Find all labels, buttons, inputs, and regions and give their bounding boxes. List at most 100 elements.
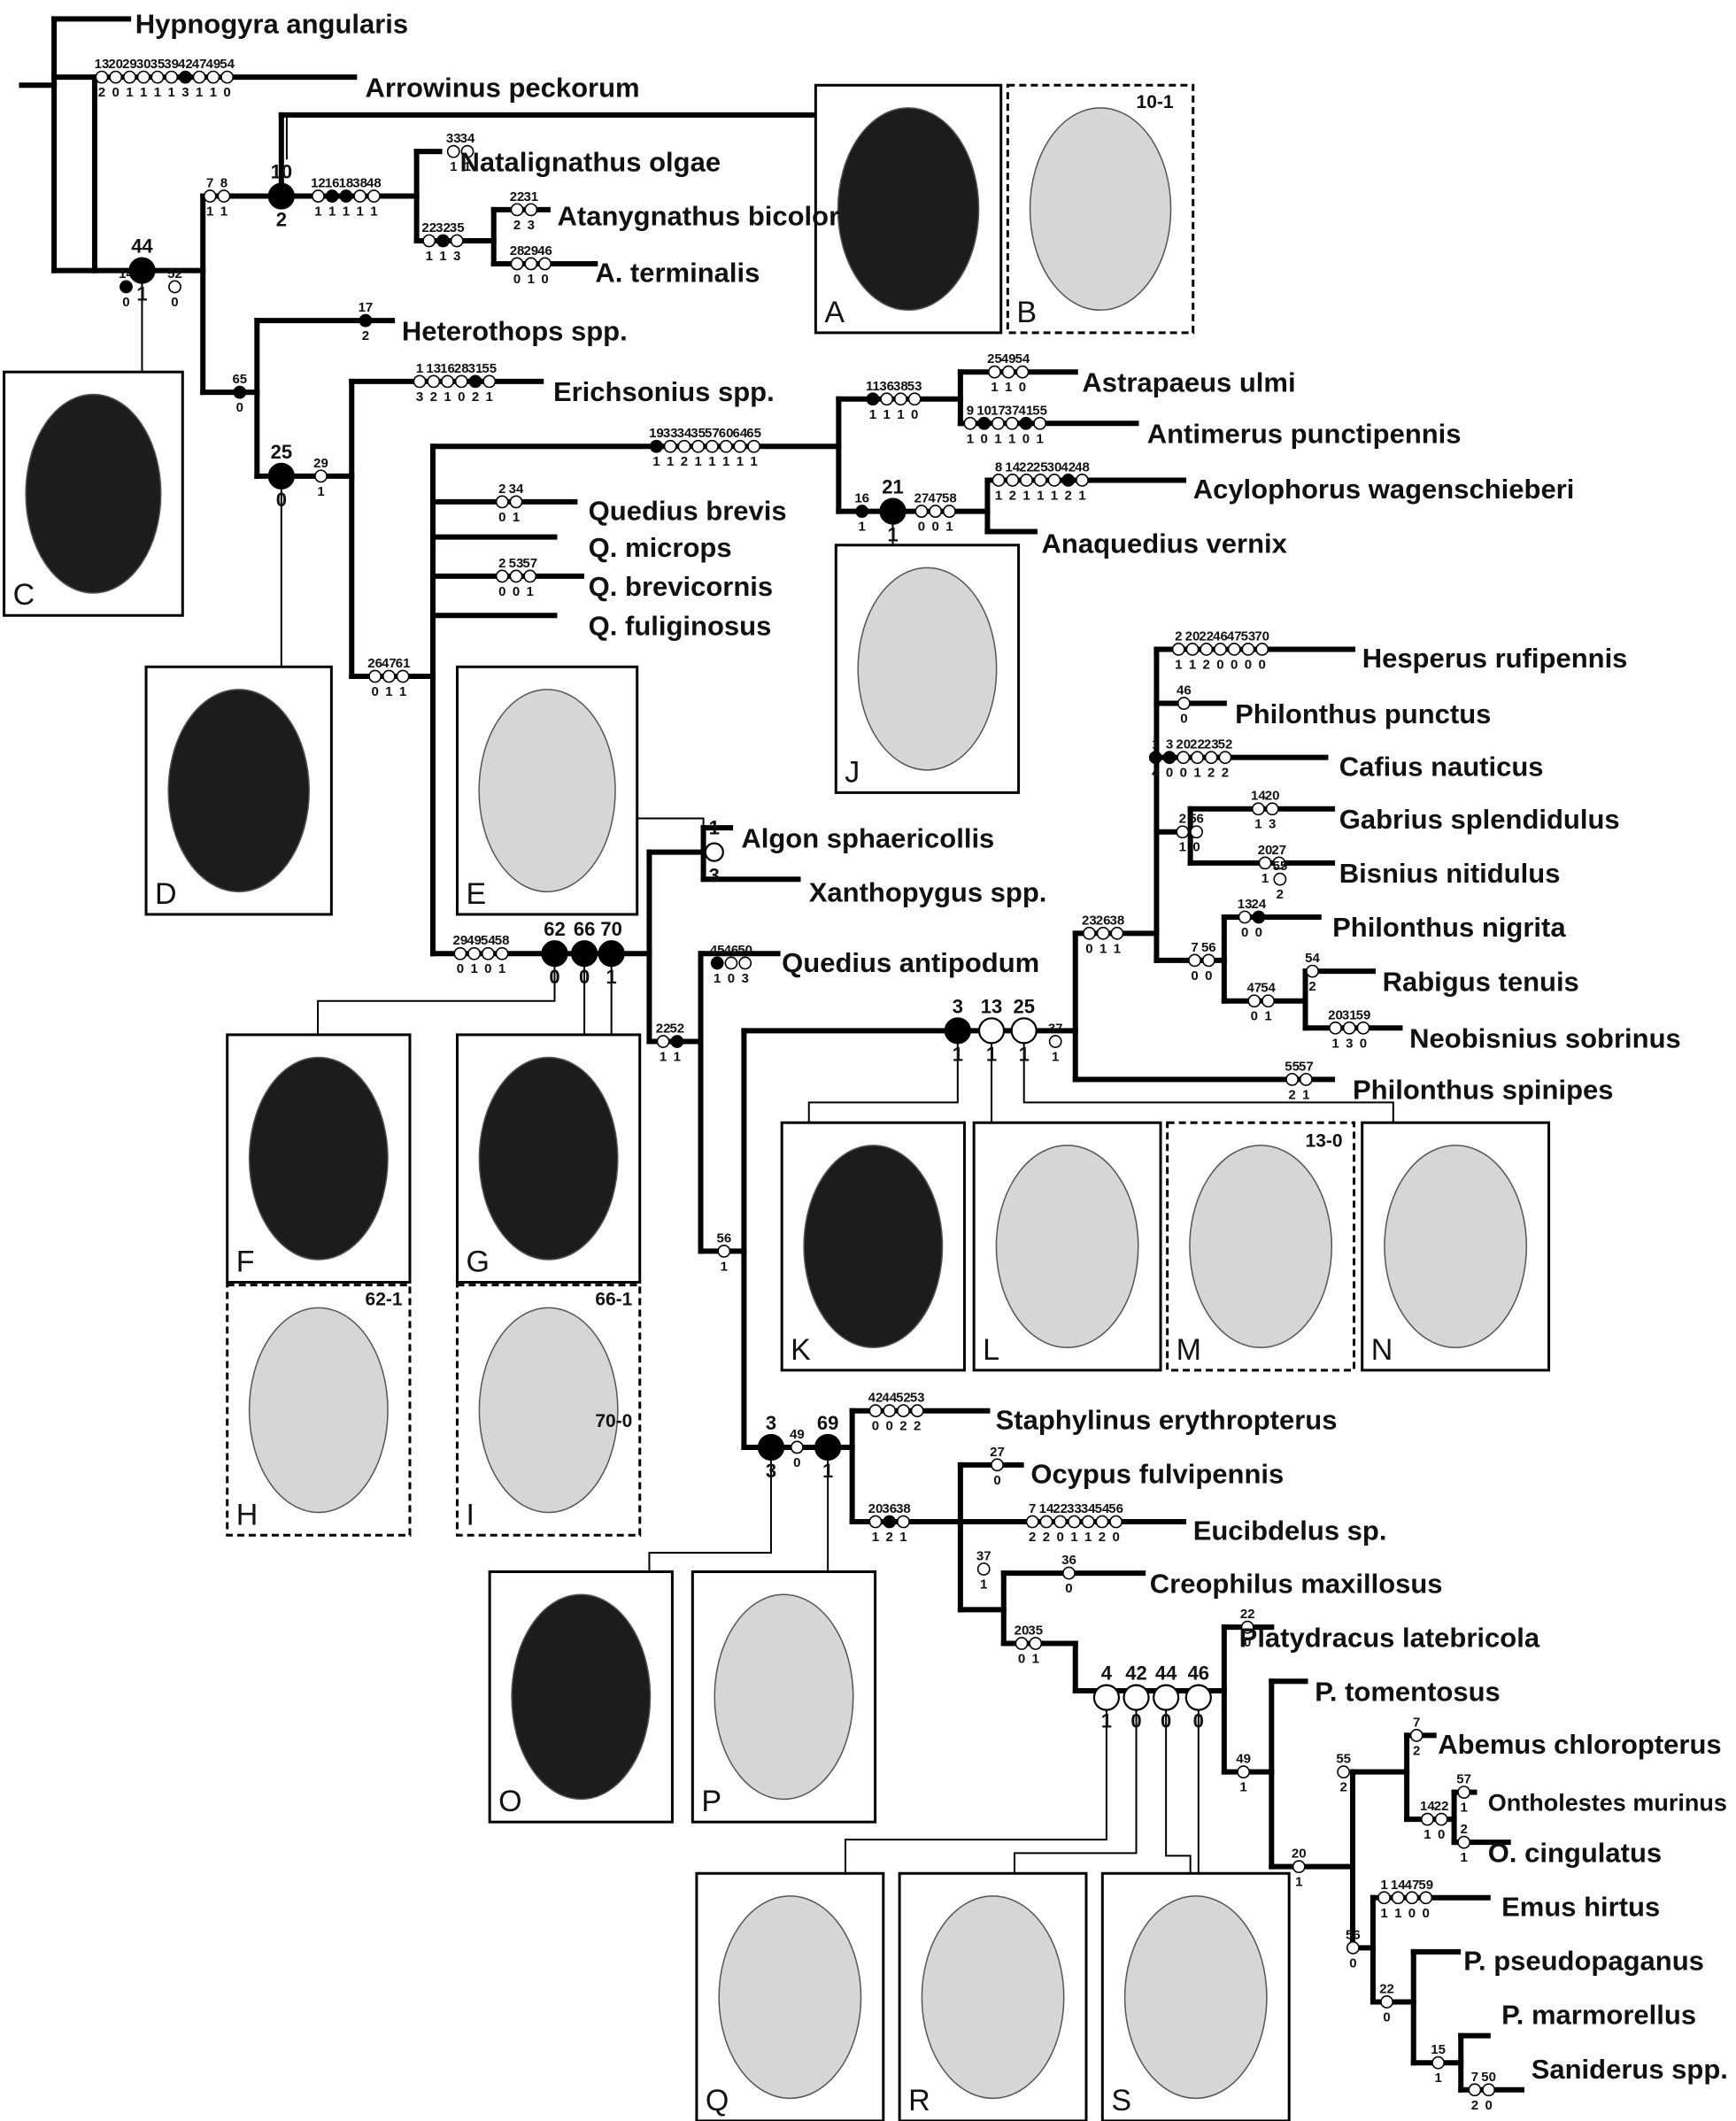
character-number: 26 xyxy=(1096,913,1111,928)
character-state: 1 xyxy=(1052,1050,1059,1065)
major-character-number: 44 xyxy=(131,235,153,258)
character-state: 1 xyxy=(1084,1530,1092,1545)
major-character-number: 4 xyxy=(1101,1662,1113,1685)
taxon-label: P. tomentosus xyxy=(1315,1677,1501,1708)
taxon-label: Xanthopygus spp. xyxy=(809,876,1047,907)
character-mark xyxy=(510,257,524,271)
character-number: 29 xyxy=(453,933,468,948)
character-number: 54 xyxy=(1015,351,1030,366)
character-state: 1 xyxy=(1193,766,1200,781)
major-character-state: 0 xyxy=(579,966,590,988)
major-character-number: 3 xyxy=(766,1412,776,1434)
panel-label: K xyxy=(791,1333,811,1367)
character-mark xyxy=(1019,416,1033,430)
character-state: 1 xyxy=(399,684,406,699)
character-mark xyxy=(382,669,396,683)
character-number: 26 xyxy=(367,656,382,671)
major-character-number: 44 xyxy=(1155,1662,1177,1685)
character-state: 1 xyxy=(1302,1087,1309,1102)
character-number: 27 xyxy=(1271,843,1286,858)
character-number: 20 xyxy=(1265,789,1280,804)
taxon-label: Hesperus rufipennis xyxy=(1362,643,1628,674)
character-state: 1 xyxy=(528,272,535,287)
character-state: 0 xyxy=(1251,1009,1258,1024)
character-mark xyxy=(325,189,339,203)
illustration-shape xyxy=(1384,1145,1528,1349)
character-number: 61 xyxy=(396,656,411,671)
major-character-mark xyxy=(1092,1684,1121,1711)
character-state: 0 xyxy=(223,85,230,100)
character-state: 2 xyxy=(472,389,479,405)
major-character-mark xyxy=(879,497,907,525)
major-character-mark xyxy=(1184,1684,1212,1711)
character-state: 1 xyxy=(140,85,147,100)
character-mark xyxy=(136,70,150,84)
taxon-label: Heterothops spp. xyxy=(402,315,628,346)
panel-connector xyxy=(807,1030,959,1123)
character-mark xyxy=(446,144,460,158)
panel-label: Q xyxy=(706,2084,729,2117)
character-number: 22 xyxy=(1053,1501,1068,1516)
panel-label: D xyxy=(155,877,177,911)
state-code: 10-1 xyxy=(1137,92,1174,112)
character-number: 22 xyxy=(1434,1799,1449,1814)
character-mark xyxy=(1380,1995,1393,2009)
character-mark xyxy=(1227,643,1241,656)
major-character-mark xyxy=(704,842,724,862)
character-mark xyxy=(1076,474,1089,487)
character-mark xyxy=(1419,1891,1433,1905)
character-mark xyxy=(1015,365,1030,379)
character-state: 1 xyxy=(1331,1036,1339,1051)
character-state: 1 xyxy=(1394,1906,1401,1921)
character-mark xyxy=(1482,2083,1496,2097)
character-mark xyxy=(120,280,133,294)
character-state: 1 xyxy=(356,204,363,220)
character-number: 53 xyxy=(1241,629,1256,644)
character-state: 1 xyxy=(722,454,729,469)
character-number: 57 xyxy=(1456,1772,1471,1787)
character-mark xyxy=(988,365,1001,379)
character-mark xyxy=(977,416,991,430)
character-number: 7 xyxy=(1471,2070,1478,2085)
major-character-state: 3 xyxy=(766,1460,776,1482)
character-state: 1 xyxy=(995,488,1002,503)
panel-label: H xyxy=(236,1498,258,1531)
character-group: 650 xyxy=(232,372,247,415)
character-mark xyxy=(1457,1835,1471,1849)
character-number: 54 xyxy=(1261,981,1276,996)
character-number: 56 xyxy=(1108,1501,1123,1516)
taxon-label: Q. brevicornis xyxy=(589,571,773,602)
character-state: 1 xyxy=(667,454,674,469)
character-mark xyxy=(1200,643,1214,656)
character-mark xyxy=(738,956,752,970)
character-number: 47 xyxy=(1405,1878,1420,1893)
character-number: 17 xyxy=(991,403,1006,418)
character-number: 14 xyxy=(1005,459,1020,474)
panel-connector xyxy=(648,1446,772,1572)
character-state: 0 xyxy=(1019,380,1026,395)
character-state: 0 xyxy=(1259,657,1266,672)
character-mark xyxy=(880,392,894,406)
character-number: 39 xyxy=(164,57,179,72)
taxon-label: Natalignathus olgae xyxy=(460,146,721,177)
character-state: 1 xyxy=(872,1530,879,1545)
character-state: 0 xyxy=(1018,1652,1025,1667)
character-mark xyxy=(353,189,367,203)
character-state: 1 xyxy=(1175,657,1182,672)
character-number: 54 xyxy=(481,933,496,948)
character-mark xyxy=(1015,1637,1029,1650)
character-state: 2 xyxy=(1207,766,1215,781)
character-state: 1 xyxy=(1022,488,1030,503)
illustration-shape xyxy=(478,1056,619,1261)
character-mark xyxy=(460,144,475,158)
character-state: 2 xyxy=(1288,1087,1295,1102)
character-state: 1 xyxy=(897,407,904,422)
character-mark xyxy=(1188,953,1201,968)
character-mark xyxy=(1191,751,1204,765)
character-mark xyxy=(206,70,220,84)
